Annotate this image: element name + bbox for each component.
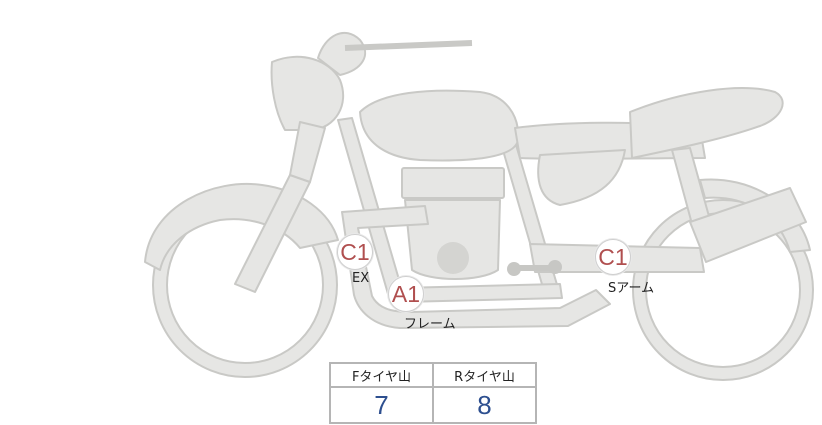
rear-tire-value: 8: [432, 386, 537, 424]
label-swingarm: Sアーム: [608, 281, 655, 296]
headlight: [270, 55, 345, 131]
exhaust-pipe: [341, 205, 611, 329]
label-frame: フレーム: [404, 317, 456, 332]
grade-badge-frame: A1: [388, 276, 424, 312]
label-ex: EX: [352, 271, 370, 286]
rear-fender: [699, 178, 811, 253]
front-tire-header: Fタイヤ山: [329, 362, 434, 388]
grade-badge-swingarm: C1: [595, 239, 631, 275]
grade-badge-ex: C1: [337, 234, 373, 270]
fuel-tank: [359, 89, 520, 162]
tire-tread-table: Fタイヤ山 Rタイヤ山 7 8: [329, 362, 537, 424]
rear-tire-header: Rタイヤ山: [432, 362, 537, 388]
front-tire-value: 7: [329, 386, 434, 424]
side-cover: [537, 149, 626, 206]
engine-top: [401, 167, 505, 199]
engine: [404, 199, 501, 280]
